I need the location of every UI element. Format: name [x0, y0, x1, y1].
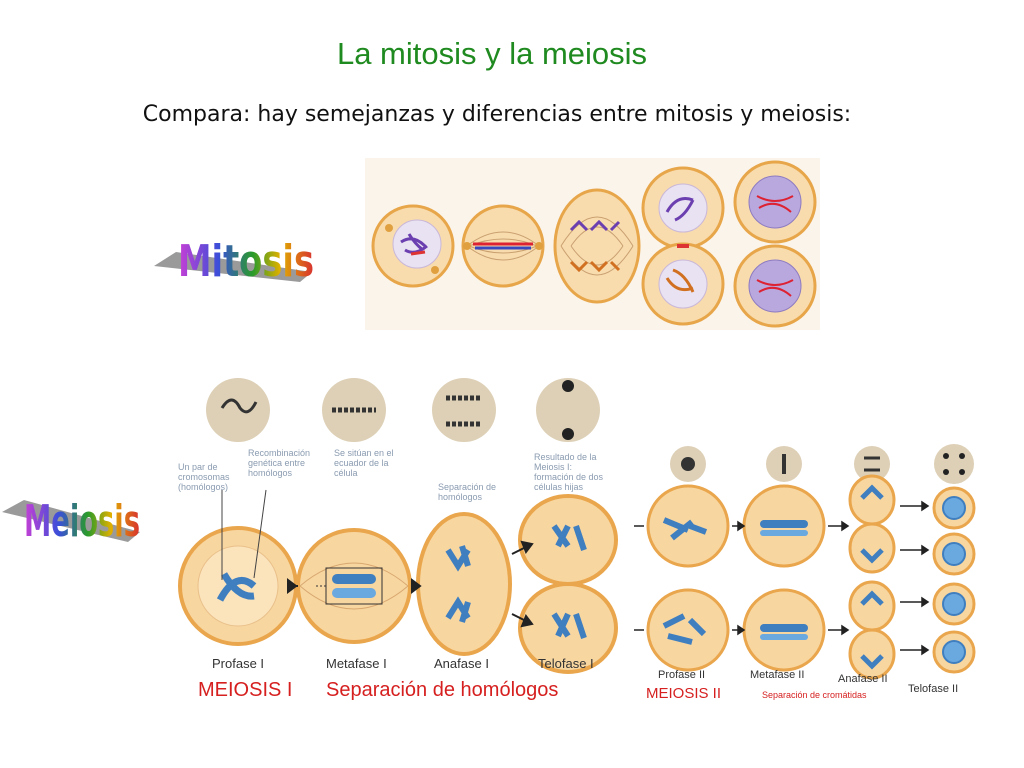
arrow-icon — [737, 624, 746, 636]
meiosis1-arrows — [287, 540, 534, 628]
arrow-icon — [921, 500, 930, 512]
meiosis2-metaphase-top — [742, 484, 826, 568]
meiosis1-banner-name: MEIOSIS I — [198, 679, 292, 701]
arrow-icon — [287, 578, 298, 594]
meiosis2-micrographs — [670, 444, 974, 484]
phase-label: Metafase I — [326, 656, 387, 671]
mitosis-anaphase-cell — [553, 188, 641, 304]
arrow-icon — [921, 644, 930, 656]
callout-homologous-pair: Un par de cromosomas(homólogos) — [178, 462, 230, 492]
arrow-icon — [841, 624, 850, 636]
mitosis-prophase-cell — [371, 204, 455, 288]
meiosis1-anaphase-cell — [416, 512, 512, 656]
mitosis-diagram — [365, 158, 820, 330]
meiosis2-anaphase-top — [848, 474, 896, 574]
phase-label: Profase II — [658, 669, 705, 681]
meiosis1-diagram: Un par de cromosomas(homólogos) Recombin… — [176, 370, 622, 708]
meiosis2-banner-desc: Separación de cromátidas — [762, 690, 867, 700]
meiosis2-telophase-bottom — [932, 582, 976, 674]
meiosis2-prophase-bottom — [646, 588, 730, 672]
arrow-icon — [737, 520, 746, 532]
meiosis2-phase-labels: Profase II Metafase II Anafase II Telofa… — [658, 669, 958, 695]
wordart-shadow — [154, 252, 312, 282]
phase-label: Profase I — [212, 656, 264, 671]
mitosis-metaphase-cell — [461, 204, 545, 288]
meiosis2-prophase-top — [646, 484, 730, 568]
meiosis1-phase-labels: Profase I Metafase I Anafase I Telofase … — [212, 656, 594, 671]
arrow-icon — [520, 613, 534, 628]
callout-separation: Separación de homólogos — [438, 482, 499, 502]
arrow-icon — [841, 520, 850, 532]
meiosis1-callouts: Un par de cromosomas(homólogos) Recombin… — [178, 448, 604, 502]
arrow-icon — [921, 544, 930, 556]
meiosis2-metaphase-bottom — [742, 588, 826, 672]
meiosis-wordart-text: Meiosis — [24, 496, 140, 547]
slide-title: La mitosis y la meiosis — [336, 36, 648, 71]
meiosis2-arrows — [634, 500, 930, 656]
arrow-icon — [411, 578, 422, 594]
meiosis2-diagram: Profase II Metafase II Anafase II Telofa… — [632, 440, 982, 706]
meiosis2-anaphase-bottom — [848, 580, 896, 680]
phase-label: Anafase I — [434, 656, 489, 671]
slide-subtitle: Compara: hay semejanzas y diferencias en… — [142, 102, 852, 127]
meiosis1-metaphase-cell — [296, 528, 412, 644]
phase-label: Metafase II — [750, 669, 804, 681]
arrow-icon — [520, 540, 534, 555]
mitosis-wordart: Mitosis — [154, 236, 314, 287]
meiosis1-micrographs — [206, 378, 600, 442]
wordart-shadow — [2, 500, 140, 542]
meiosis1-banner-desc: Separación de homólogos — [326, 679, 558, 701]
meiosis-wordart: Meiosis — [2, 496, 140, 547]
meiosis2-banner-name: MEIOSIS II — [646, 685, 721, 702]
arrow-icon — [921, 596, 930, 608]
phase-label: Telofase II — [908, 683, 958, 695]
phase-label: Anafase II — [838, 673, 888, 685]
mitosis-daughter-cells — [733, 160, 817, 328]
callout-result: Resultado de la Meiosis I:formación de d… — [534, 452, 604, 492]
meiosis1-telophase-cell — [518, 494, 618, 674]
phase-label: Telofase I — [538, 656, 594, 671]
mitosis-wordart-text: Mitosis — [178, 236, 314, 287]
meiosis2-telophase-top — [932, 486, 976, 576]
mitosis-telophase-cell — [641, 166, 725, 326]
